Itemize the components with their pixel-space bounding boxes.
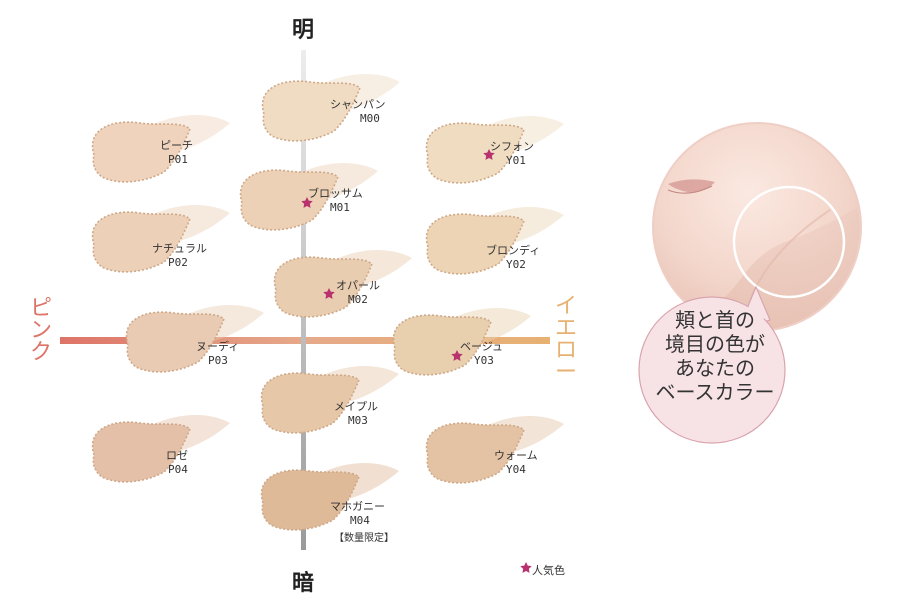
axis-label-dark: 暗 bbox=[292, 571, 315, 596]
legend-label: 人気色 bbox=[532, 564, 565, 577]
swatch-name: シフォン bbox=[490, 140, 534, 153]
swatch-name: ウォーム bbox=[494, 449, 538, 462]
swatch-name: ベージュ bbox=[460, 340, 504, 353]
swatch-p03 bbox=[125, 311, 225, 373]
popular-star-icon bbox=[451, 350, 463, 361]
skin-boundary-circle bbox=[732, 185, 846, 299]
swatch-code: P04 bbox=[168, 463, 188, 476]
swatch-code: M03 bbox=[348, 414, 368, 427]
bubble-line: ベースカラー bbox=[655, 380, 775, 404]
swatch-name: マホガニー bbox=[330, 500, 385, 513]
swatch-name: ピーチ bbox=[160, 139, 193, 152]
bubble-line: 頬と首の bbox=[675, 308, 755, 332]
swatch-code: M04 bbox=[350, 514, 370, 527]
swatch-code: Y01 bbox=[506, 154, 526, 167]
bubble-line: 境目の色が bbox=[665, 332, 765, 356]
skin-photo bbox=[652, 122, 862, 332]
axis-label-pink: ピンク bbox=[29, 296, 52, 365]
swatch-code: P02 bbox=[168, 256, 188, 269]
swatch-p02 bbox=[91, 211, 191, 273]
swatch-y04 bbox=[425, 422, 525, 484]
swatch-code: M02 bbox=[348, 293, 368, 306]
swatch-y03 bbox=[392, 314, 492, 376]
popular-star-icon bbox=[323, 288, 335, 299]
popular-star-icon bbox=[483, 149, 495, 160]
swatch-y01 bbox=[425, 122, 525, 184]
swatch-name: メイプル bbox=[334, 400, 378, 413]
swatch-m03 bbox=[260, 372, 360, 434]
axis-label-yellow: イエロー bbox=[554, 294, 577, 385]
legend-star-icon bbox=[520, 562, 532, 573]
swatch-name: オパール bbox=[336, 279, 380, 292]
swatch-name: ヌーディ bbox=[196, 340, 240, 353]
swatch-code: M00 bbox=[360, 112, 380, 125]
swatch-p01 bbox=[91, 121, 191, 183]
speech-bubble bbox=[638, 285, 786, 444]
swatch-name: ロゼ bbox=[166, 449, 188, 462]
legend: 人気色 bbox=[518, 562, 565, 578]
axis-label-light: 明 bbox=[292, 18, 315, 43]
swatch-code: P01 bbox=[168, 153, 188, 166]
swatch-code: M01 bbox=[330, 201, 350, 214]
swatch-y02 bbox=[425, 213, 525, 275]
bubble-text: 頬と首の 境目の色が あなたの ベースカラー bbox=[640, 308, 790, 404]
swatch-m04 bbox=[260, 469, 360, 531]
swatch-name: ブロッサム bbox=[308, 187, 363, 200]
swatch-m02 bbox=[273, 256, 373, 318]
swatch-note: 【数量限定】 bbox=[334, 533, 394, 544]
bubble-line: あなたの bbox=[675, 356, 755, 380]
swatch-p04 bbox=[91, 421, 191, 483]
swatch-m00 bbox=[261, 80, 361, 142]
swatch-code: Y03 bbox=[474, 354, 494, 367]
swatch-name: シャンパン bbox=[330, 98, 386, 111]
swatch-code: P03 bbox=[208, 354, 228, 367]
swatch-code: Y02 bbox=[506, 258, 526, 271]
swatch-name: ブロンディ bbox=[486, 244, 541, 257]
swatch-code: Y04 bbox=[506, 463, 526, 476]
swatch-m01 bbox=[239, 169, 339, 231]
swatch-name: ナチュラル bbox=[152, 242, 207, 255]
popular-star-icon bbox=[301, 197, 313, 208]
swatch-group bbox=[91, 74, 564, 531]
